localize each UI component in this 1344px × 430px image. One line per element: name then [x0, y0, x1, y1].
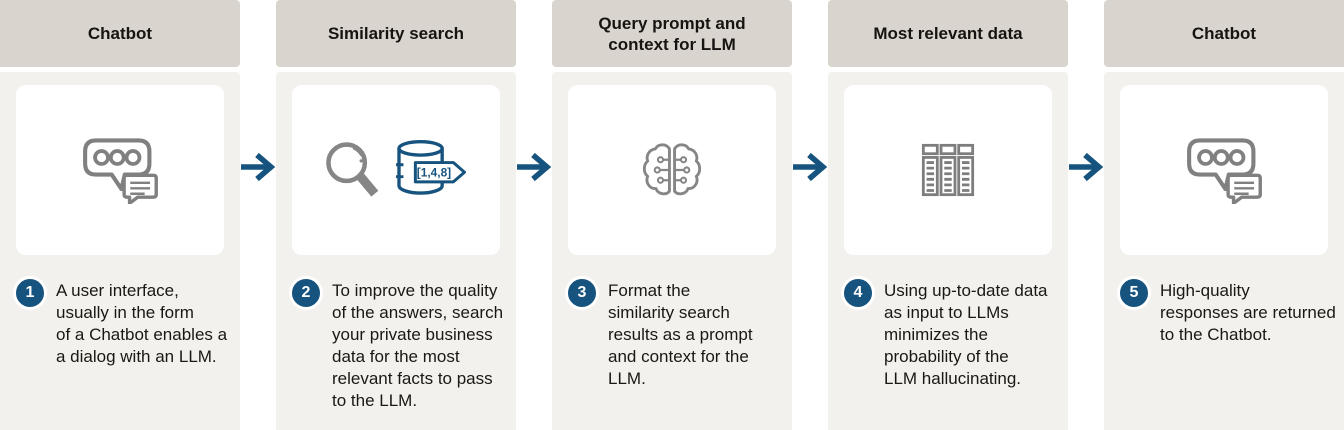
- step-header: Chatbot: [1104, 0, 1344, 67]
- step-title: Chatbot: [1191, 24, 1257, 43]
- brain-circuit-icon: [642, 143, 702, 196]
- step-column-most-relevant-data: Most relevant data 4 Using up-to-dat: [828, 0, 1068, 430]
- step-text-row: 4 Using up-to-date data as input to LLMs…: [828, 276, 1068, 390]
- step-number-badge: 5: [1117, 276, 1151, 310]
- step-number-badge: 1: [13, 276, 47, 310]
- step-title: Chatbot: [87, 24, 153, 43]
- step-card: [16, 85, 224, 255]
- step-text-row: 5 High-quality responses are returned to…: [1104, 276, 1344, 346]
- step-description: Format the similarity search results as …: [608, 281, 753, 388]
- flow-gap: [1068, 0, 1104, 430]
- arrow-right-icon: [793, 152, 828, 182]
- arrow-right-icon: [241, 152, 276, 182]
- arrow-right-icon: [517, 152, 552, 182]
- arrow-right-icon: [1069, 152, 1104, 182]
- step-column-similarity-search: Similarity search [1,4,8] 2: [276, 0, 516, 430]
- step-column-chatbot-1: Chatbot 1 A user interface, usually in t…: [0, 0, 240, 430]
- step-text-row: 3 Format the similarity search results a…: [552, 276, 792, 390]
- step-text-row: 1 A user interface, usually in the form …: [0, 276, 240, 368]
- step-number-badge: 4: [841, 276, 875, 310]
- vector-database-icon: [1,4,8]: [396, 140, 466, 195]
- step-panel: 5 High-quality responses are returned to…: [1104, 72, 1344, 430]
- db-vector-label: [1,4,8]: [417, 165, 451, 179]
- step-card: [1,4,8]: [292, 85, 500, 255]
- step-number-badge: 2: [289, 276, 323, 310]
- step-description: To improve the quality of the answers, s…: [332, 281, 504, 410]
- step-card: [568, 85, 776, 255]
- step-card: [1120, 85, 1328, 255]
- magnifier-icon: [326, 142, 379, 197]
- step-description: Using up-to-date data as input to LLMs m…: [884, 281, 1048, 388]
- chat-bubbles-icon: [83, 137, 158, 204]
- step-title: Query prompt and context for LLM: [598, 13, 746, 54]
- step-column-chatbot-2: Chatbot 5 High-quality responses are ret…: [1104, 0, 1344, 430]
- step-header: Query prompt and context for LLM: [552, 0, 792, 67]
- step-title: Most relevant data: [873, 24, 1023, 43]
- step-panel: 4 Using up-to-date data as input to LLMs…: [828, 72, 1068, 430]
- step-header: Most relevant data: [828, 0, 1068, 67]
- step-description: A user interface, usually in the form of…: [56, 281, 228, 366]
- step-header: Chatbot: [0, 0, 240, 67]
- data-table-icon: [921, 143, 975, 197]
- step-panel: 3 Format the similarity search results a…: [552, 72, 792, 430]
- step-description: High-quality responses are returned to t…: [1160, 281, 1336, 344]
- step-column-query-prompt: Query prompt and context for LLM: [552, 0, 792, 430]
- chat-bubbles-icon: [1187, 137, 1262, 204]
- step-panel: 1 A user interface, usually in the form …: [0, 72, 240, 430]
- flow-gap: [240, 0, 276, 430]
- flow-gap: [792, 0, 828, 430]
- step-panel: [1,4,8] 2 To improve the quality of the …: [276, 72, 516, 430]
- step-header: Similarity search: [276, 0, 516, 67]
- flow-gap: [516, 0, 552, 430]
- step-title: Similarity search: [327, 24, 465, 43]
- step-text-row: 2 To improve the quality of the answers,…: [276, 276, 516, 412]
- step-number-badge: 3: [565, 276, 599, 310]
- step-card: [844, 85, 1052, 255]
